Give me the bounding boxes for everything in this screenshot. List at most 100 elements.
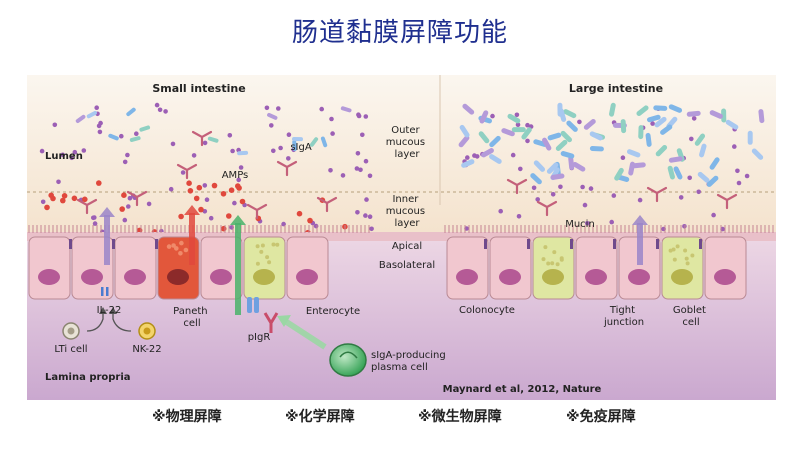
- mucus-dot: [202, 140, 208, 146]
- bacterium: [340, 106, 352, 113]
- mucus-dot: [286, 132, 292, 137]
- amp-granule: [179, 240, 184, 246]
- bacterium: [628, 161, 635, 176]
- mucus-dot: [465, 155, 470, 160]
- amp-dot: [307, 217, 313, 224]
- plasma-line: sIgA-producing: [371, 350, 446, 361]
- tight-junction-line: junction: [603, 317, 644, 328]
- mucus-dot: [678, 195, 684, 200]
- mucin-granule: [275, 242, 280, 247]
- mucus-dot: [39, 148, 45, 154]
- enterocyte-label: Enterocyte: [306, 306, 360, 317]
- mucus-dot: [168, 186, 174, 192]
- mucin-granule: [683, 248, 688, 253]
- mucus-dot: [328, 168, 333, 173]
- mucin-granule: [259, 249, 264, 254]
- mucin-granule: [668, 248, 673, 253]
- mucus-dot: [531, 185, 537, 191]
- mucus-dot: [91, 215, 96, 221]
- mucin-secretion-arrow-head: [632, 215, 648, 225]
- cell-nucleus: [499, 269, 521, 285]
- mucus-dot: [238, 165, 244, 170]
- mucus-dot: [69, 155, 75, 161]
- epithelial-cell: [575, 236, 618, 300]
- mucus-dot: [363, 114, 369, 119]
- pigr-label: pIgR: [248, 332, 271, 343]
- lti-cell-label: LTi cell: [54, 344, 87, 355]
- mucus-dot: [208, 215, 214, 221]
- paneth-cell-label: Paneth cell: [173, 306, 211, 329]
- bacterium: [478, 131, 490, 144]
- mucus-dot: [525, 138, 530, 144]
- bacterium: [653, 105, 668, 111]
- outer-mucous-label: Outer mucous layer: [386, 125, 428, 160]
- mucus-dot: [367, 214, 373, 219]
- bacterium: [507, 113, 521, 124]
- siga-antibody: [536, 200, 558, 217]
- lamina-propria-label: Lamina propria: [45, 372, 131, 383]
- bacterium: [126, 107, 136, 117]
- mucus-dot: [94, 105, 99, 110]
- bacterium: [563, 109, 577, 119]
- cell-nucleus: [714, 269, 736, 285]
- mucus-dot: [515, 122, 521, 127]
- mucus-dot: [157, 107, 163, 113]
- gut-barrier-diagram: Small intestine Large intestine Lumen Ou…: [27, 75, 776, 400]
- bacterium: [609, 102, 616, 117]
- outer-mucous-line: mucous: [386, 137, 425, 148]
- epithelial-cell: [28, 236, 71, 300]
- bacterium: [667, 165, 675, 180]
- amp-dot: [220, 191, 227, 197]
- bacterium: [533, 139, 547, 147]
- lumen-label: Lumen: [45, 151, 83, 162]
- amp-dot: [228, 187, 235, 193]
- bacterium: [620, 119, 627, 134]
- apical-label: Apical: [392, 241, 422, 252]
- amp-dot: [296, 210, 303, 217]
- cell-nucleus: [253, 269, 275, 285]
- epithelial-cell: [286, 236, 329, 300]
- bacterium: [458, 135, 470, 148]
- lti-cell: [62, 322, 80, 340]
- paneth-cell: [157, 236, 200, 300]
- inner-mucous-label: Inner mucous layer: [386, 194, 428, 229]
- epithelial-cell: [704, 236, 747, 300]
- bacterium: [572, 161, 586, 172]
- bacterium: [699, 143, 707, 158]
- bacterium: [292, 140, 297, 152]
- mucus-dot: [611, 193, 617, 198]
- amp-dot: [187, 188, 194, 194]
- mucus-dot: [516, 214, 522, 219]
- siga-antibody: [76, 198, 98, 215]
- amp-dot: [226, 213, 232, 219]
- mucus-dot: [56, 179, 61, 185]
- bacterium: [631, 162, 646, 169]
- mucus-dot: [367, 173, 373, 179]
- mucus-dot: [363, 158, 369, 164]
- mucus-dot: [609, 219, 614, 225]
- mucus-dot: [191, 153, 197, 158]
- mucus-dot: [227, 133, 233, 138]
- paneth-line: Paneth: [173, 306, 207, 317]
- mucus-dot: [490, 113, 495, 119]
- mucin-granule: [684, 256, 689, 261]
- mucus-dot: [119, 133, 124, 139]
- mucus-dot: [232, 200, 237, 206]
- mucus-dot: [550, 192, 556, 197]
- epithelial-cell: [446, 236, 489, 300]
- cell-nucleus: [671, 269, 693, 285]
- siga-antibody: [176, 163, 198, 180]
- mucus-dot: [510, 152, 516, 158]
- bacterium: [694, 133, 706, 146]
- amp-dot: [186, 180, 192, 186]
- mucus-dot: [81, 148, 87, 153]
- mucus-dot: [60, 152, 65, 158]
- mucus-dot: [558, 184, 563, 190]
- amp-dot: [193, 195, 200, 202]
- bacterium: [542, 137, 552, 151]
- siga-antibody: [246, 203, 268, 220]
- bacterium: [267, 112, 278, 120]
- nk22-cell: [138, 322, 156, 340]
- mucus-dot: [363, 213, 368, 218]
- mucus-dot: [204, 197, 210, 202]
